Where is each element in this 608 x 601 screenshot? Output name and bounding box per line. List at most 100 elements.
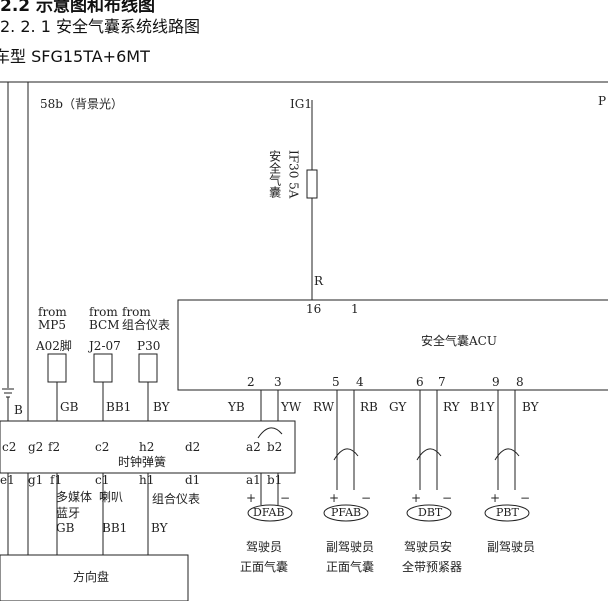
from1-label: from [38,305,67,319]
diagram-title: 2. 2. 1 安全气囊系统线路图 [0,17,200,36]
acu-label: 安全气囊ACU [421,334,497,348]
pin16-label: 16 [306,302,322,316]
fuse-name-label: 安全气囊 [267,150,282,198]
dfab-minus: − [280,491,291,505]
pfab-ellipse [323,504,369,522]
dfab-label: DFAB [253,506,285,519]
g2a-label: g2 [28,440,44,454]
pin1-label: 1 [351,302,359,316]
ig1-label: IG1 [290,97,312,111]
bb1b-label: BB1 [102,521,128,535]
r-label: R [314,274,324,288]
connector-cluster [138,353,158,383]
multimedia-label: 多媒体 [56,490,93,504]
ry-wire-label: RY [443,400,460,414]
caption-driver-1: 驾驶员 [246,540,283,554]
dfab-plus: + [246,491,257,505]
yw-wire-label: YW [281,400,302,414]
pfab-label: PFAB [331,506,362,519]
from3-label: from [122,305,151,319]
pin4-label: 4 [356,375,364,389]
acu-box [177,299,608,391]
caption-passenger-1: 副驾驶员 [326,540,375,554]
pin6-label: 6 [416,375,424,389]
rb-wire-label: RB [360,400,378,414]
dbt-ellipse [406,504,452,522]
dbt-plus: + [411,491,422,505]
f2-label: f2 [48,440,61,454]
h2-label: h2 [139,440,155,454]
from2-label: from [89,305,118,319]
pin8-label: 8 [516,375,524,389]
horn-label: 喇叭 [99,490,124,504]
gb-wire-label: GB [60,400,79,414]
b1y-wire-label: B1Y [470,400,495,414]
pin3-label: 3 [274,375,282,389]
pbt-label: PBT [496,506,519,519]
by3-wire-label: BY [522,400,539,414]
pin9-label: 9 [492,375,500,389]
bcm-label: BCM [89,318,120,332]
dbt-minus: − [442,491,453,505]
clockspring-label: 时钟弹簧 [118,455,167,469]
c2b-label: c2 [95,440,110,454]
dfab-ellipse [247,504,293,522]
b2-label: b2 [267,440,283,454]
mp5-label: MP5 [38,318,66,332]
c1-label: c1 [95,473,110,487]
caption-driver-2: 正面气囊 [240,560,289,574]
b1-label: b1 [267,473,283,487]
d1-label: d1 [185,473,201,487]
pfab-minus: − [361,491,372,505]
caption-passenger-2: 正面气囊 [326,560,375,574]
twist-mark-2 [333,448,359,461]
cluster-bottom-label: 组合仪表 [152,492,201,506]
p-edge-label: P [598,94,607,108]
vehicle-model: 车型 SFG15TA+6MT [0,47,150,66]
pbt-ellipse [484,504,530,522]
caption-passenger-belt: 副驾驶员 [487,540,536,554]
gy-wire-label: GY [389,400,407,414]
bluetooth-label: 蓝牙 [56,506,81,520]
j207-label: J2-07 [89,339,121,353]
gb2-label: GB [56,521,75,535]
section-heading-partial: 2.2 示意图和布线图 [0,0,156,16]
e1-label: e1 [0,473,15,487]
caption-pretensioner-2: 全带预紧器 [402,560,463,574]
twist-mark-1 [257,427,283,439]
fuse-id-label: IF30 5A [286,150,301,199]
d2-label: d2 [185,440,201,454]
c2a-label: c2 [2,440,17,454]
a02-label: A02脚 [36,339,72,353]
twist-mark-3 [416,448,442,461]
connector-bcm [93,353,113,383]
h1-label: h1 [139,473,155,487]
yb-wire-label: YB [228,400,245,414]
pin5-label: 5 [332,375,340,389]
p30-label: P30 [137,339,161,353]
dbt-label: DBT [418,506,443,519]
bb1-wire-label: BB1 [106,400,132,414]
by-wire-label: BY [153,400,170,414]
a1-label: a1 [246,473,261,487]
f1-label: f1 [50,473,63,487]
fuse-if30 [306,169,318,199]
steering-wheel-box [0,554,189,601]
rw-wire-label: RW [313,400,335,414]
pin7-label: 7 [438,375,446,389]
a2-label: a2 [246,440,261,454]
backlight-label: 58b（背景光） [40,97,123,111]
twist-mark-4 [494,448,520,461]
cluster-top-label: 组合仪表 [122,318,171,332]
steering-label: 方向盘 [73,570,110,584]
pin2-label: 2 [247,375,255,389]
g1-label: g1 [28,473,44,487]
connector-mp5 [47,353,67,383]
by2-label: BY [151,521,168,535]
pbt-minus: − [520,491,531,505]
b-wire-label: B [14,403,23,417]
pbt-plus: + [490,491,501,505]
caption-pretensioner-1: 驾驶员安 [404,540,453,554]
